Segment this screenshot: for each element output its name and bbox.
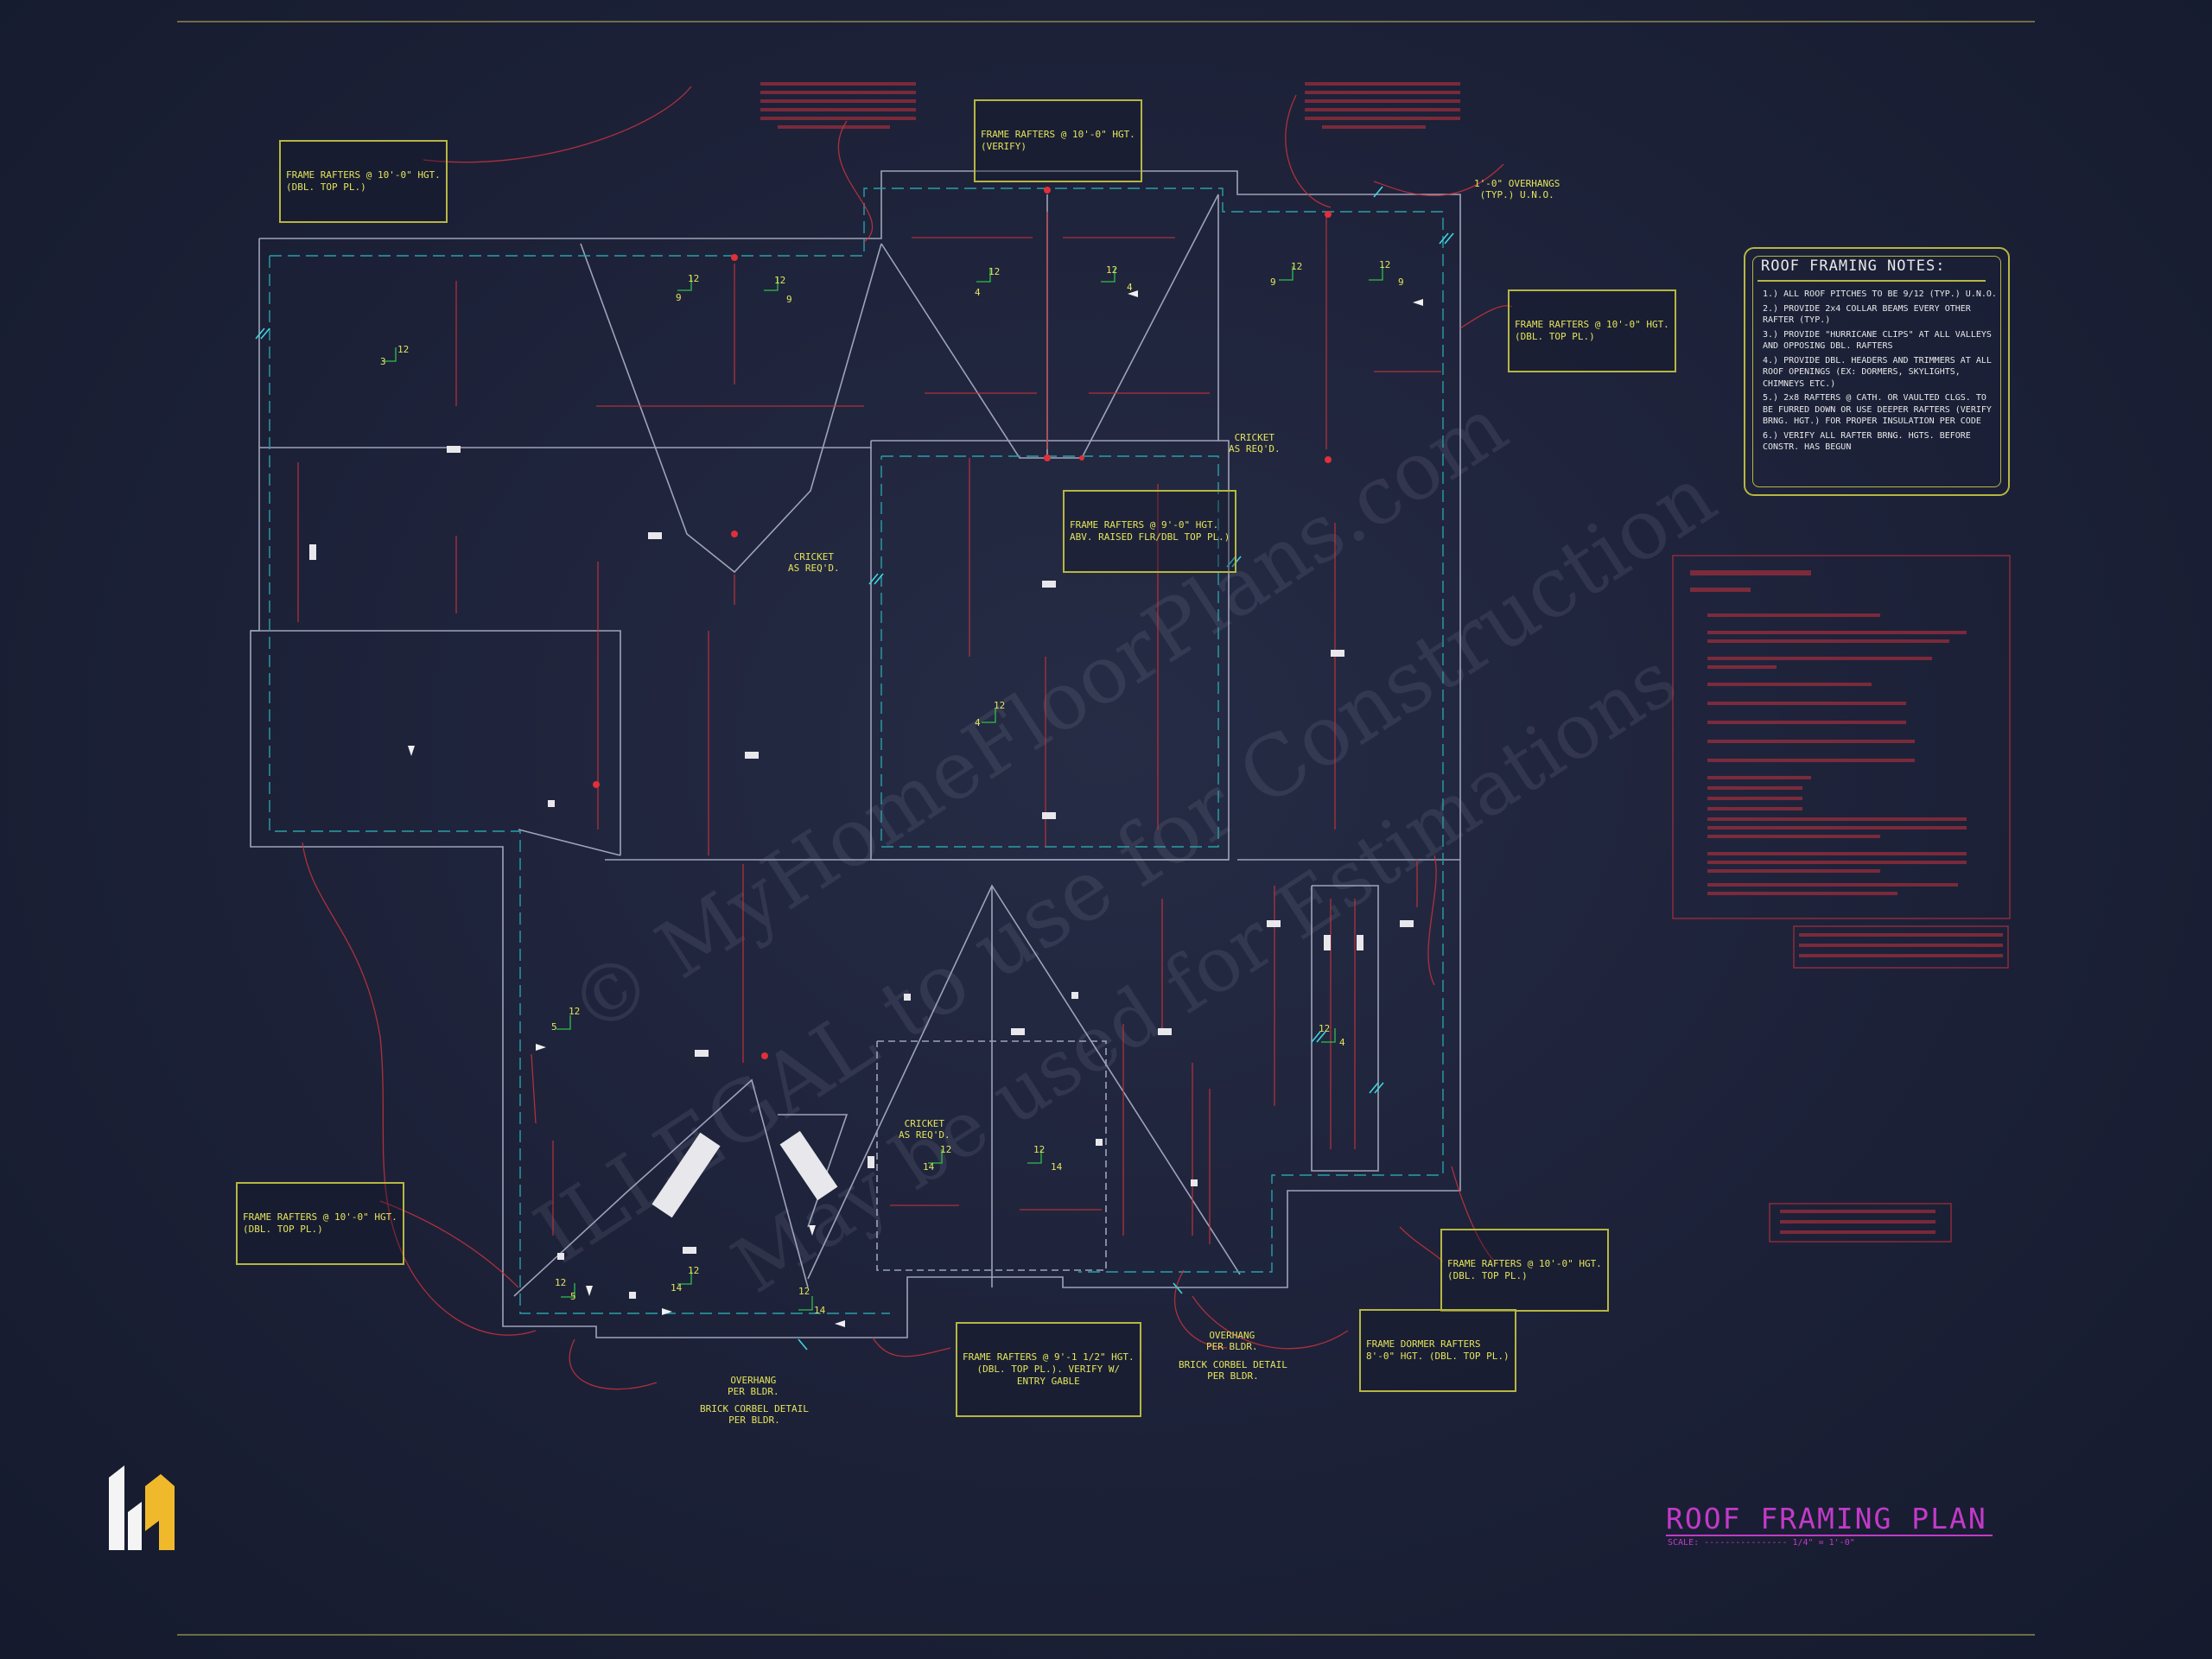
pitch-rise-5: 12 [1291,261,1303,272]
pitch-rise-8: 12 [994,700,1006,711]
pitch-rise-7: 12 [397,344,410,355]
frame-rafters-right: FRAME RAFTERS @ 10'-0" HGT.(DBL. TOP PL.… [1508,289,1676,372]
pitch-run-5: 9 [1270,276,1276,288]
pitch-run-4: 4 [1127,282,1133,293]
pitch-run-15: 4 [1339,1037,1345,1048]
plan-title-underline [1666,1535,1993,1536]
pitch-run-13: 14 [814,1305,826,1316]
direction-arrows [408,290,1423,1327]
pitch-run-12: 14 [671,1282,683,1294]
pitch-rise-6: 12 [1379,259,1391,270]
frame-rafters-entry: FRAME RAFTERS @ 9'-1 1/2" HGT.(DBL. TOP … [956,1322,1141,1417]
plan-title: ROOF FRAMING PLAN [1666,1502,1987,1535]
notes-panel-inner-border [1752,256,2001,487]
pitch-rise-14: 12 [555,1277,567,1288]
pitch-rise-1: 12 [688,273,700,284]
pitch-run-2: 9 [786,294,792,305]
plan-scale: SCALE: ---------------- 1/4" = 1'-0" [1668,1538,1855,1548]
frame-rafters-center: FRAME RAFTERS @ 9'-0" HGT.ABV. RAISED FL… [1063,490,1237,573]
pitch-rise-12: 12 [688,1265,700,1276]
pitch-rise-3: 12 [988,266,1001,277]
note-item: 6.) VERIFY ALL RAFTER BRNG. HGTS. BEFORE… [1763,430,1976,453]
pitch-run-7: 3 [380,356,386,367]
framing-dots [593,187,1332,1059]
tick-marks [255,186,1454,1351]
framing-lines [297,86,1513,1390]
pitch-run-9: 5 [551,1021,557,1033]
frame-rafters-bottom-left: FRAME RAFTERS @ 10'-0" HGT.(DBL. TOP PL.… [236,1182,404,1265]
note-item: 4.) PROVIDE DBL. HEADERS AND TRIMMERS AT… [1763,355,1997,389]
pitch-run-11: 14 [1051,1161,1063,1173]
pitch-run-8: 4 [975,717,981,728]
brand-logo-icon [109,1465,175,1550]
pitch-rise-9: 12 [569,1006,581,1017]
pitch-run-3: 4 [975,287,981,298]
frame-rafters-top-center: FRAME RAFTERS @ 10'-0" HGT.(VERIFY) [974,99,1142,182]
pitch-rise-4: 12 [1106,264,1118,276]
pitch-rise-13: 12 [798,1286,810,1297]
notes-title-underline [1758,280,1986,282]
roof-framing-notes-panel: ROOF FRAMING NOTES: 1.) ALL ROOF PITCHES… [1744,247,2010,496]
overhang-line [269,188,1444,1314]
note-item: 1.) ALL ROOF PITCHES TO BE 9/12 (TYP.) U… [1763,289,1997,299]
frame-rafters-bottom-right: FRAME RAFTERS @ 10'-0" HGT.(DBL. TOP PL.… [1440,1229,1609,1312]
label-tags [309,446,1414,1299]
note-item: 5.) 2x8 RAFTERS @ CATH. OR VAULTED CLGS.… [1763,393,1997,426]
pitch-rise-11: 12 [1033,1144,1046,1155]
notes-list: 1.) ALL ROOF PITCHES TO BE 9/12 (TYP.) U… [1763,289,1998,456]
pitch-rise-15: 12 [1319,1023,1331,1034]
pitch-indicators [382,266,1383,1311]
pitch-run-14: 5 [570,1291,576,1302]
pitch-run-1: 9 [676,292,682,303]
pitch-rise-2: 12 [774,275,786,286]
pitch-rise-10: 12 [940,1144,952,1155]
pitch-run-10: 14 [923,1161,935,1173]
pitch-run-6: 9 [1398,276,1404,288]
note-item: 3.) PROVIDE "HURRICANE CLIPS" AT ALL VAL… [1763,329,1997,352]
notes-title: ROOF FRAMING NOTES: [1761,257,1946,275]
note-item: 2.) PROVIDE 2x4 COLLAR BEAMS EVERY OTHER… [1763,303,1976,326]
overhangs-typ-note: 1'-0" OVERHANGS(TYP.) U.N.O. [1474,178,1560,200]
frame-rafters-top-left: FRAME RAFTERS @ 10'-0" HGT.(DBL. TOP PL.… [279,140,448,223]
